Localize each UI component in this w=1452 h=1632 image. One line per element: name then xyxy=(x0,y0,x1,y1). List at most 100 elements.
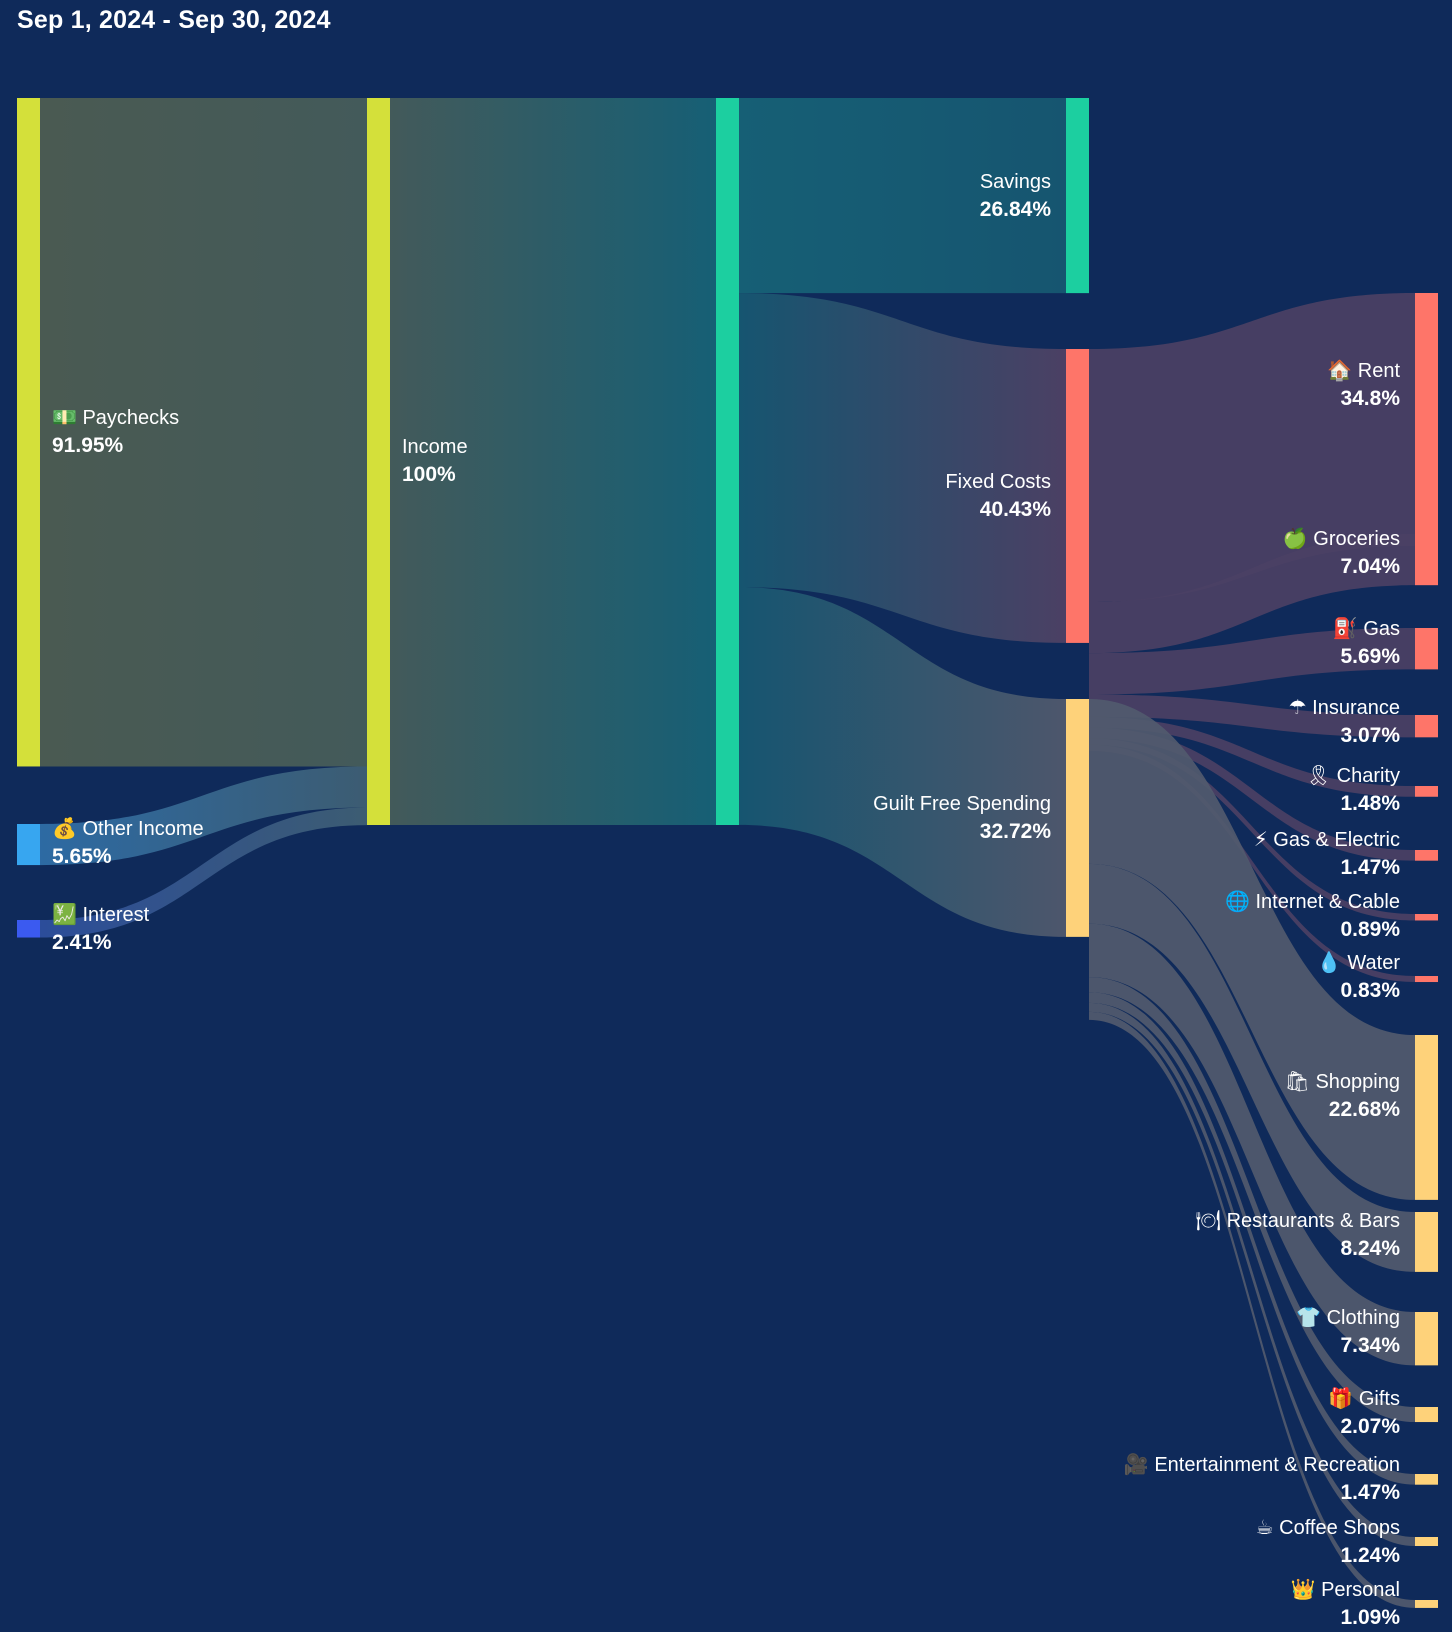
gas-electric-label-line: ⚡ Gas & Electric xyxy=(1254,829,1400,851)
link-fixed_costs-to-water xyxy=(1089,744,1415,983)
other-income-label-line: 💰 Other Income xyxy=(52,816,204,840)
coffee-label-line: ☕ Coffee Shops xyxy=(1256,1517,1400,1539)
shopping-label: Shopping xyxy=(1315,1071,1400,1093)
personal-icon: 👑 xyxy=(1291,1578,1321,1601)
node-gas[interactable] xyxy=(1415,628,1438,670)
node-other-income[interactable] xyxy=(17,824,40,866)
link-guilt_free-to-entertainment xyxy=(1089,992,1415,1485)
entertainment-percent: 1.47% xyxy=(1340,1481,1400,1504)
gifts-percent: 2.07% xyxy=(1340,1415,1400,1438)
charity-label: Charity xyxy=(1337,765,1400,787)
gas-electric-label: Gas & Electric xyxy=(1273,829,1400,851)
shopping-icon: 🛍 xyxy=(1285,1071,1316,1093)
interest-label: Interest xyxy=(82,904,149,926)
insurance-percent: 3.07% xyxy=(1340,724,1400,747)
internet-cable-percent: 0.89% xyxy=(1340,918,1400,941)
node-total[interactable] xyxy=(716,98,739,825)
clothing-percent: 7.34% xyxy=(1340,1334,1400,1357)
groceries-percent: 7.04% xyxy=(1340,555,1400,578)
link-fixed_costs-to-gas_electric xyxy=(1089,727,1415,861)
clothing-label-line: 👕 Clothing xyxy=(1296,1307,1400,1329)
other-income-icon: 💰 xyxy=(52,816,82,840)
link-guilt_free-to-personal xyxy=(1089,1011,1415,1608)
coffee-percent: 1.24% xyxy=(1340,1544,1400,1567)
fixed-costs-label: Fixed Costs xyxy=(945,471,1051,493)
link-fixed_costs-to-insurance xyxy=(1089,694,1415,738)
node-charity[interactable] xyxy=(1415,786,1438,797)
shopping-label-line: 🛍 Shopping xyxy=(1285,1071,1400,1093)
node-coffee[interactable] xyxy=(1415,1537,1438,1547)
charity-icon: 🎗 xyxy=(1306,765,1337,787)
node-gifts[interactable] xyxy=(1415,1407,1438,1423)
water-icon: 💧 xyxy=(1317,950,1347,974)
node-clothing[interactable] xyxy=(1415,1312,1438,1366)
link-fixed_costs-to-internet_cable xyxy=(1089,738,1415,921)
rent-label: Rent xyxy=(1358,360,1401,382)
insurance-icon: ☂ xyxy=(1289,697,1313,719)
charity-percent: 1.48% xyxy=(1340,792,1400,815)
restaurants-percent: 8.24% xyxy=(1340,1237,1400,1260)
income-percent: 100% xyxy=(402,463,456,486)
link-fixed_costs-to-rent xyxy=(1089,293,1415,602)
link-total-to-fixed_costs xyxy=(739,293,1066,643)
node-water[interactable] xyxy=(1415,976,1438,983)
node-interest[interactable] xyxy=(17,920,40,938)
link-guilt_free-to-gifts xyxy=(1089,977,1415,1423)
link-other_income-to-income xyxy=(40,766,367,866)
groceries-label: Groceries xyxy=(1313,528,1400,550)
node-rent[interactable] xyxy=(1415,293,1438,546)
entertainment-label-line: 🎥 Entertainment & Recreation xyxy=(1124,1452,1400,1476)
node-fixed-costs[interactable] xyxy=(1066,349,1089,643)
gas-icon: ⛽ xyxy=(1333,616,1363,640)
internet-cable-label: Internet & Cable xyxy=(1255,891,1400,913)
coffee-icon: ☕ xyxy=(1256,1517,1280,1539)
savings-percent: 26.84% xyxy=(980,198,1052,221)
node-personal[interactable] xyxy=(1415,1600,1438,1608)
water-label: Water xyxy=(1347,952,1400,974)
node-entertainment[interactable] xyxy=(1415,1474,1438,1485)
node-savings[interactable] xyxy=(1066,98,1089,294)
water-label-line: 💧 Water xyxy=(1317,950,1400,974)
paychecks-icon: 💵 xyxy=(52,407,82,429)
restaurants-label: Restaurants & Bars xyxy=(1227,1210,1400,1232)
node-insurance[interactable] xyxy=(1415,715,1438,738)
node-gas-electric[interactable] xyxy=(1415,850,1438,861)
node-groceries[interactable] xyxy=(1415,534,1438,586)
link-fixed_costs-to-charity xyxy=(1089,716,1415,797)
paychecks-percent: 91.95% xyxy=(52,434,124,457)
link-interest-to-income xyxy=(40,807,367,938)
node-paychecks[interactable] xyxy=(17,98,40,767)
charity-label-line: 🎗 Charity xyxy=(1306,765,1400,787)
personal-label: Personal xyxy=(1321,1579,1400,1601)
rent-percent: 34.8% xyxy=(1340,387,1400,410)
gas-percent: 5.69% xyxy=(1340,645,1400,668)
link-fixed_costs-to-gas xyxy=(1089,628,1415,695)
node-guilt-free[interactable] xyxy=(1066,699,1089,937)
other-income-label: Other Income xyxy=(82,818,203,840)
node-internet-cable[interactable] xyxy=(1415,914,1438,921)
other-income-percent: 5.65% xyxy=(52,845,112,868)
link-paychecks-to-income xyxy=(40,98,367,767)
node-shopping[interactable] xyxy=(1415,1035,1438,1200)
clothing-label: Clothing xyxy=(1327,1307,1400,1329)
link-guilt_free-to-restaurants xyxy=(1089,863,1415,1272)
income-label: Income xyxy=(402,436,468,458)
coffee-label: Coffee Shops xyxy=(1279,1517,1400,1539)
groceries-icon: 🍏 xyxy=(1283,526,1313,550)
gas-electric-icon: ⚡ xyxy=(1254,829,1274,851)
shopping-percent: 22.68% xyxy=(1329,1098,1401,1121)
paychecks-label-line: 💵 Paychecks xyxy=(52,407,179,429)
entertainment-icon: 🎥 xyxy=(1124,1452,1154,1476)
link-total-to-guilt_free xyxy=(739,587,1066,937)
internet-cable-icon: 🌐 xyxy=(1225,889,1255,913)
gas-label: Gas xyxy=(1363,618,1400,640)
link-total-to-savings xyxy=(739,98,1066,294)
guilt-free-label: Guilt Free Spending xyxy=(873,793,1051,815)
water-percent: 0.83% xyxy=(1340,979,1400,1002)
gifts-label-line: 🎁 Gifts xyxy=(1328,1386,1400,1410)
node-restaurants[interactable] xyxy=(1415,1212,1438,1272)
node-income[interactable] xyxy=(367,98,390,825)
entertainment-label: Entertainment & Recreation xyxy=(1154,1454,1400,1476)
date-range-title: Sep 1, 2024 - Sep 30, 2024 xyxy=(17,6,331,34)
